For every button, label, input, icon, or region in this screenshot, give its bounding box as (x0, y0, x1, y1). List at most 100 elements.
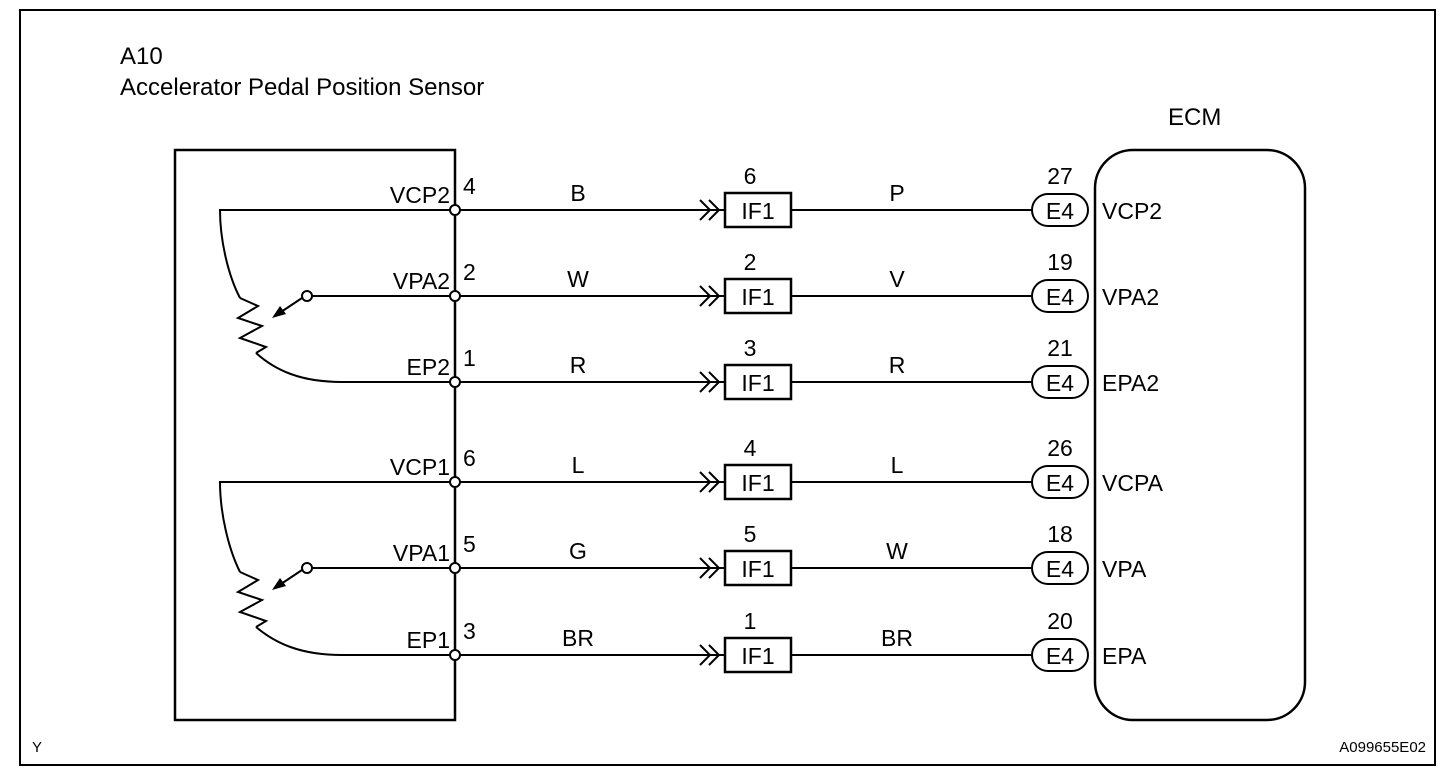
sensor-terminal-label: VCP2 (390, 182, 450, 208)
connector-chevron (708, 199, 721, 221)
connector-chevron (699, 371, 712, 393)
junction-box (723, 636, 793, 674)
connector-chevron (708, 557, 721, 579)
junction-box (723, 277, 793, 315)
sensor-terminal-label: VPA2 (393, 268, 450, 294)
component-id: A10 (120, 43, 163, 70)
junction-pin-number: 3 (744, 335, 757, 361)
junction-pin-number: 6 (744, 163, 757, 189)
ecm-pin-number: 27 (1047, 163, 1073, 189)
sensor-terminal-label: EP2 (407, 354, 450, 380)
ecm-connector-label: E4 (1046, 556, 1074, 582)
wire-color-label: R (570, 352, 587, 378)
ecm-connector-label: E4 (1046, 470, 1074, 496)
ecm-connector-shape (1031, 638, 1089, 672)
junction-pin-number: 4 (744, 435, 757, 461)
junction-box (723, 363, 793, 401)
wire-color-label: V (889, 266, 905, 292)
sensor-terminal-node (449, 204, 461, 216)
ecm-pin-number: 18 (1047, 521, 1073, 547)
wire-color-label: BR (562, 625, 594, 651)
ecm-pin-number: 26 (1047, 435, 1073, 461)
junction-label: IF1 (741, 470, 774, 496)
ecm-terminal-label: VPA (1102, 556, 1147, 582)
sensor-terminal-node (449, 476, 461, 488)
connector-chevron (699, 557, 712, 579)
ecm-body (1093, 148, 1307, 722)
junction-label: IF1 (741, 198, 774, 224)
ecm-terminal-label: EPA2 (1102, 370, 1159, 396)
connector-chevron (699, 644, 712, 666)
wire-color-label: L (572, 452, 585, 478)
ecm-connector-shape (1031, 193, 1089, 227)
ecm-connector-label: E4 (1046, 643, 1074, 669)
ecm-terminal-label: VCPA (1102, 470, 1164, 496)
wire-color-label: W (567, 266, 589, 292)
figure-id: A099655E02 (1339, 739, 1426, 756)
ecm-terminal-label: VCP2 (1102, 198, 1162, 224)
sensor-terminal-node (449, 562, 461, 574)
ecm-connector-shape (1031, 365, 1089, 399)
sensor-pin-number: 1 (463, 345, 476, 371)
sensor-terminal-node (449, 649, 461, 661)
ecm-connector-label: E4 (1046, 370, 1074, 396)
potentiometer-1-symbol (218, 481, 455, 656)
sensor-pin-number: 6 (463, 445, 476, 471)
junction-pin-number: 2 (744, 249, 757, 275)
connector-chevron (708, 471, 721, 493)
ecm-pin-number: 20 (1047, 608, 1073, 634)
junction-label: IF1 (741, 284, 774, 310)
sensor-terminal-label: VCP1 (390, 454, 450, 480)
ecm-pin-number: 21 (1047, 335, 1073, 361)
junction-label: IF1 (741, 370, 774, 396)
wire-color-label: W (886, 538, 908, 564)
wire-color-label: BR (881, 625, 913, 651)
sensor-terminal-label: EP1 (407, 627, 450, 653)
wire-color-label: L (891, 452, 904, 478)
footer-left-code: Y (32, 739, 42, 756)
connector-chevron (699, 285, 712, 307)
wire-color-label: B (570, 180, 585, 206)
ecm-connector-shape (1031, 465, 1089, 499)
junction-box (723, 191, 793, 229)
wire-color-label: G (569, 538, 587, 564)
connector-chevron (699, 471, 712, 493)
ecm-terminal-label: VPA2 (1102, 284, 1159, 310)
sensor-pin-number: 3 (463, 618, 476, 644)
sensor-pin-number: 5 (463, 531, 476, 557)
wire-color-label: R (889, 352, 906, 378)
ecm-connector-label: E4 (1046, 198, 1074, 224)
sensor-terminal-node (449, 290, 461, 302)
component-name: Accelerator Pedal Position Sensor (120, 74, 484, 101)
ecm-connector-shape (1031, 279, 1089, 313)
junction-label: IF1 (741, 556, 774, 582)
ecm-pin-number: 19 (1047, 249, 1073, 275)
ecm-connector-label: E4 (1046, 284, 1074, 310)
connector-chevron (708, 285, 721, 307)
connector-chevron (708, 371, 721, 393)
potentiometer-2-symbol (218, 209, 455, 383)
junction-pin-number: 1 (744, 608, 757, 634)
diagram-frame (19, 9, 1436, 766)
ecm-connector-shape (1031, 551, 1089, 585)
junction-label: IF1 (741, 643, 774, 669)
connector-chevron (699, 199, 712, 221)
sensor-terminal-label: VPA1 (393, 540, 450, 566)
junction-pin-number: 5 (744, 521, 757, 547)
sensor-pin-number: 2 (463, 259, 476, 285)
ecm-terminal-label: EPA (1102, 643, 1147, 669)
ecm-label: ECM (1168, 104, 1221, 131)
sensor-pin-number: 4 (463, 173, 476, 199)
junction-box (723, 549, 793, 587)
sensor-terminal-node (449, 376, 461, 388)
junction-box (723, 463, 793, 501)
connector-chevron (708, 644, 721, 666)
